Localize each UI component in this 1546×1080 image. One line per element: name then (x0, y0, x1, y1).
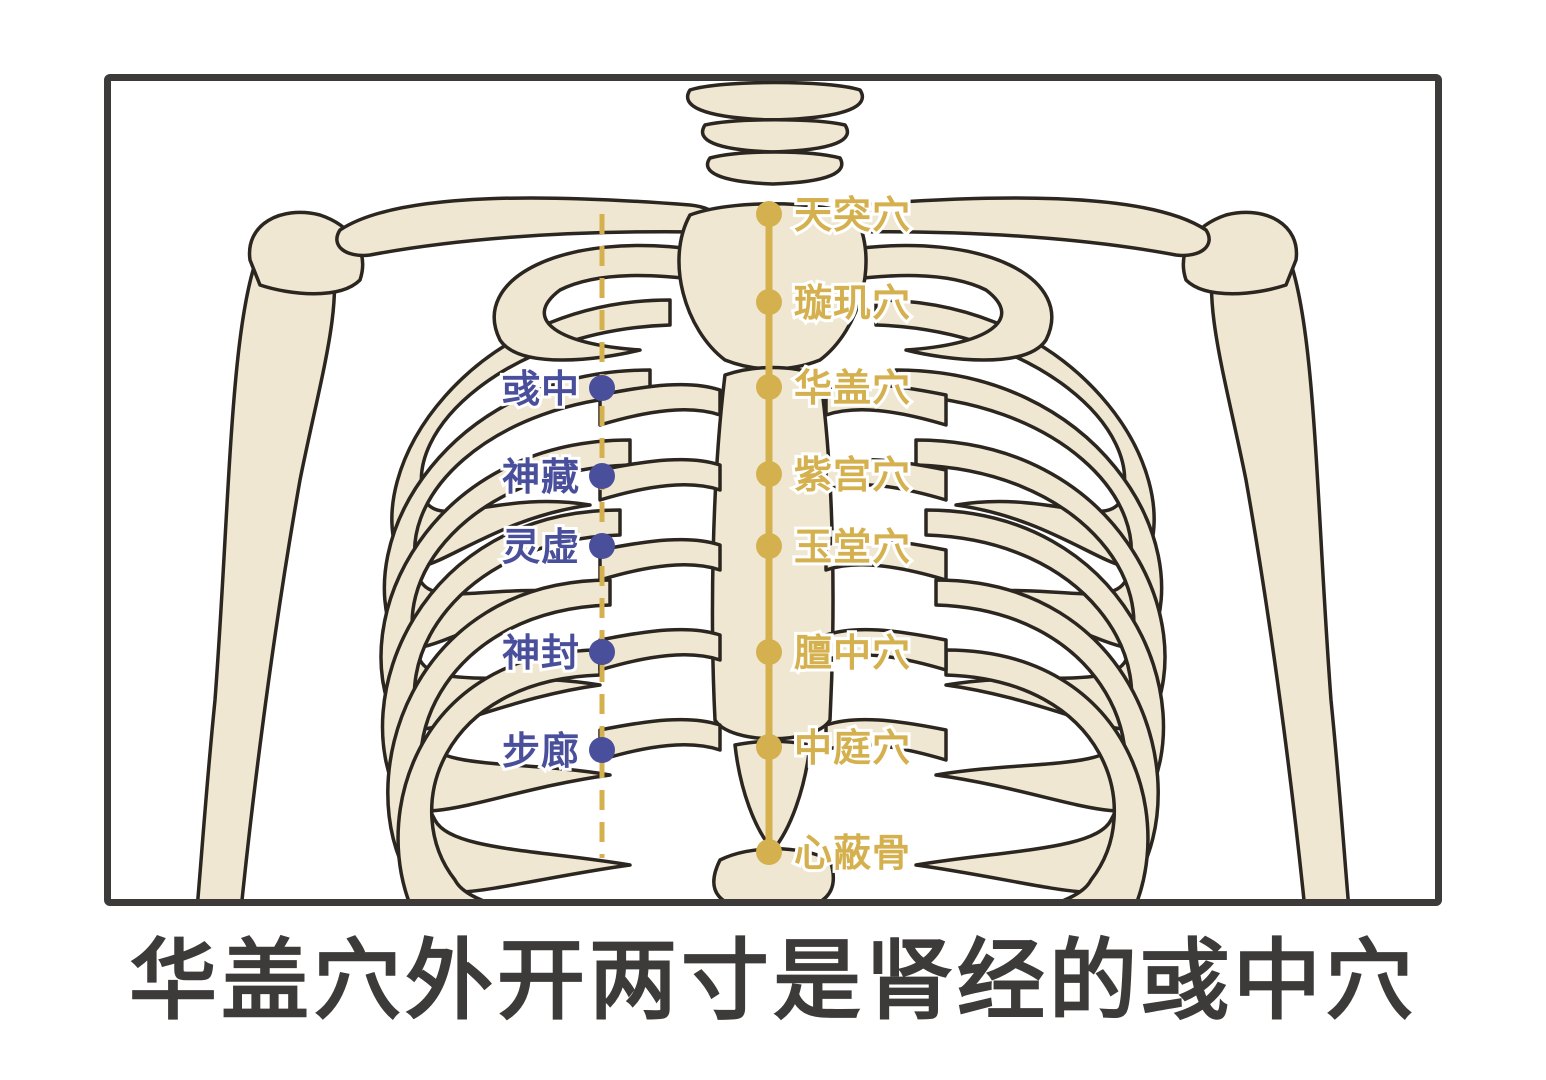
acupoint-zhongting: 中庭穴 (756, 723, 913, 773)
caption-title: 华盖穴外开两寸是肾经的彧中穴 (128, 929, 1417, 1032)
rib-left (386, 578, 632, 895)
rib-right (944, 648, 1150, 899)
costal-cartilage-right (824, 537, 948, 582)
acupoint-danzhong: 膻中穴 (756, 628, 913, 678)
costal-cartilage-left (598, 382, 722, 427)
acupoint-label: 神封 (502, 631, 580, 675)
skeleton-bones (196, 81, 1350, 899)
acupoint-huagai: 华盖穴 (756, 363, 913, 413)
cervical-vertebra (700, 118, 850, 154)
acupoint-label: 中庭穴 (794, 726, 911, 770)
humerus-right (1209, 248, 1350, 899)
acupoint-label: 紫宫穴 (794, 453, 911, 497)
costal-cartilage-right (824, 382, 948, 427)
acupoint-label: 灵虚 (502, 525, 580, 569)
first-rib-right (844, 243, 1054, 362)
acupoint-label: 天突穴 (794, 193, 911, 237)
costal-cartilage-left (598, 627, 722, 672)
acupoint-shenfeng: 神封 (499, 628, 615, 678)
ren-meridian-points: 天突穴 璇玑穴 华盖穴 紫宫穴 玉堂穴 膻中穴 (756, 190, 913, 878)
costal-cartilage-left (598, 717, 722, 762)
acupoint-label: 步廊 (502, 729, 580, 773)
acupoint-label: 神藏 (502, 455, 580, 499)
cervical-vertebra (685, 81, 865, 122)
costal-cartilage-left (598, 537, 722, 582)
costal-cartilage-right (824, 627, 948, 672)
acupoint-lingxu: 灵虚 (499, 522, 615, 572)
acupoint-xuanji: 璇玑穴 (756, 278, 913, 328)
humerus-left (196, 248, 337, 899)
diagram-frame: 天突穴 璇玑穴 华盖穴 紫宫穴 玉堂穴 膻中穴 (104, 74, 1442, 906)
rib-left (396, 648, 602, 899)
acupoint-label: 华盖穴 (794, 366, 911, 410)
acupoint-tiantu: 天突穴 (756, 190, 913, 240)
acupoint-bulang: 步廊 (499, 726, 615, 776)
costal-cartilage-right (824, 457, 948, 502)
acupoint-xinbigu: 心蔽骨 (756, 828, 913, 878)
skeleton-chest-illustration: 天突穴 璇玑穴 华盖穴 紫宫穴 玉堂穴 膻中穴 (196, 81, 1350, 899)
rib-right (924, 508, 1166, 813)
acupoint-label: 心蔽骨 (794, 831, 911, 875)
acupoint-yuzhong: 彧中 (499, 364, 615, 414)
rib-right (914, 578, 1160, 895)
acupoint-label: 玉堂穴 (794, 525, 911, 569)
acupoint-shencang: 神藏 (499, 452, 615, 502)
acupoint-zigong: 紫宫穴 (756, 450, 913, 500)
acupoint-label: 彧中 (502, 367, 580, 411)
kidney-meridian-points: 彧中 神藏 灵虚 神封 步廊 (499, 364, 615, 776)
acupoint-label: 璇玑穴 (794, 281, 911, 325)
acupoint-yutang: 玉堂穴 (756, 522, 913, 572)
cervical-vertebra (705, 150, 844, 186)
acupoint-label: 膻中穴 (794, 631, 911, 675)
costal-cartilage-left (598, 457, 722, 502)
costal-cartilage-right (824, 717, 948, 762)
